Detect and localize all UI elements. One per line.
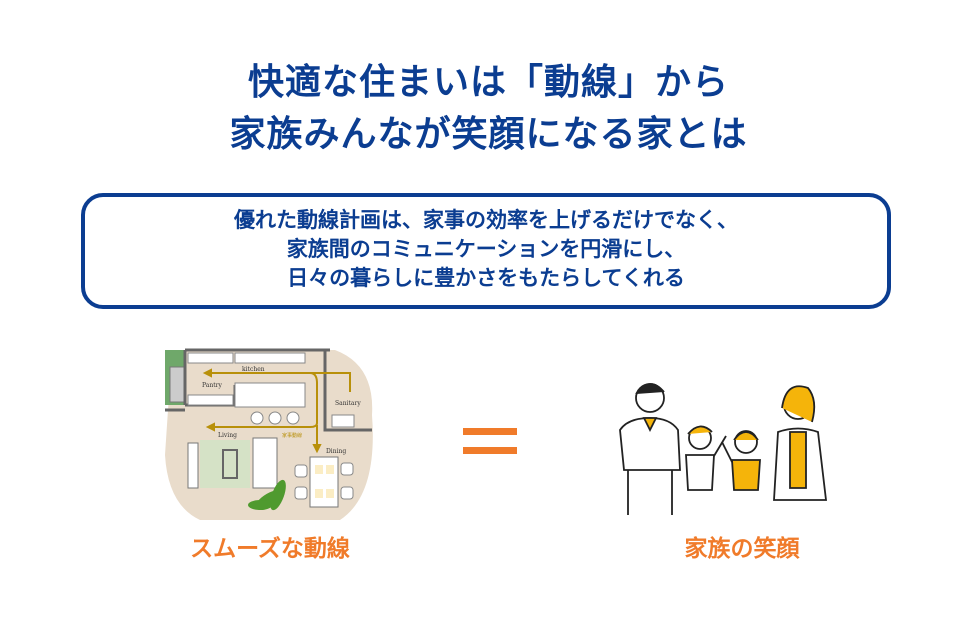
headline-line-1: 快適な住まいは「動線」から bbox=[247, 62, 729, 103]
headline-line-2: 家族みんなが笑顔になる家とは bbox=[229, 114, 748, 155]
label-sanitary: Sanitary bbox=[335, 400, 361, 407]
message-line-3: 日々の暮らしに豊かさをもたらしてくれる bbox=[287, 266, 685, 290]
floor-plan-illustration: kitchen Pantry Sanitary Living 家事動線 Dini… bbox=[165, 348, 373, 520]
label-route: 家事動線 bbox=[282, 432, 302, 439]
message-line-2: 家族間のコミュニケーションを円滑にし、 bbox=[286, 237, 686, 261]
message-line-1: 優れた動線計画は、家事の効率を上げるだけでなく、 bbox=[234, 208, 738, 232]
label-living: Living bbox=[218, 432, 237, 439]
family-illustration bbox=[619, 383, 828, 515]
message-box: 優れた動線計画は、家事の効率を上げるだけでなく、 家族間のコミュニケーションを円… bbox=[81, 193, 891, 309]
caption-smooth-flow: スムーズな動線 bbox=[190, 536, 350, 562]
label-kitchen: kitchen bbox=[242, 366, 265, 373]
label-dining: Dining bbox=[326, 448, 346, 455]
caption-family-smiles: 家族の笑顔 bbox=[684, 536, 800, 562]
equals-icon bbox=[463, 428, 517, 466]
label-pantry: Pantry bbox=[202, 382, 222, 389]
